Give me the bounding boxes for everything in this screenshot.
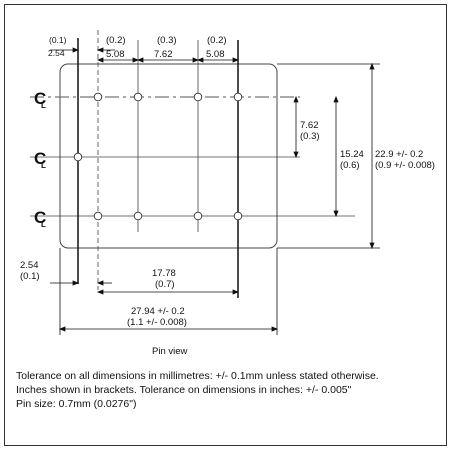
pin [93, 211, 103, 221]
pin [93, 92, 103, 102]
left-dim-mm: 2.54 [20, 260, 39, 271]
top-dim-3-mm: 7.62 [154, 49, 173, 60]
bottom-dim-inner-mm: 17.78 [152, 268, 176, 279]
top-dim-2-bracket: (0.2) [106, 35, 126, 46]
top-dim-3-bracket: (0.3) [157, 35, 177, 46]
right-dim-mid-mm: 15.24 [340, 149, 364, 160]
top-dim-4-mm: 5.08 [206, 49, 225, 60]
pin [233, 211, 243, 221]
left-dimension-arrows [50, 280, 112, 286]
relay-outline [59, 63, 278, 249]
pin [193, 211, 203, 221]
top-dim-4-bracket: (0.2) [207, 35, 227, 46]
right-dimension-arrows [277, 62, 380, 250]
note-tolerance: Tolerance on all dimensions in millimetr… [16, 370, 379, 382]
right-dim-inner-bracket: (0.3) [300, 131, 320, 142]
pin [133, 211, 143, 221]
pin [193, 92, 203, 102]
bottom-dim-mid-bracket: (1.1 +/- 0.008) [127, 317, 187, 328]
svg-text:C: C [34, 89, 46, 108]
svg-text:L: L [41, 101, 46, 110]
view-label: Pin view [152, 346, 188, 357]
svg-text:L: L [41, 220, 46, 229]
top-dim-2-mm: 5.08 [106, 49, 125, 60]
centerline-symbol-bottom: C L [34, 208, 46, 229]
pins [73, 92, 243, 221]
pin [233, 92, 243, 102]
note-inches: Inches shown in brackets. Tolerance on d… [16, 384, 352, 396]
centerline-symbol-middle: C L [34, 149, 46, 170]
right-dim-outer-bracket: (0.9 +/- 0.008) [375, 160, 435, 171]
top-dim-1-mm: 2.54 [48, 48, 65, 58]
outer-border [4, 4, 447, 446]
bottom-dimension-arrows [58, 248, 279, 335]
pin [133, 92, 143, 102]
right-dim-inner-mm: 7.62 [300, 120, 319, 131]
left-dim-bracket: (0.1) [20, 271, 40, 282]
top-dimension-arrows [50, 47, 240, 63]
pin [73, 152, 83, 162]
top-dim-1-bracket: (0.1) [49, 35, 67, 45]
bottom-dim-mid-mm: 27.94 +/- 0.2 [131, 306, 185, 317]
note-pin-size: Pin size: 0.7mm (0.0276") [16, 398, 137, 410]
svg-text:L: L [41, 161, 46, 170]
centerline-symbol-top: C L [34, 89, 46, 110]
bottom-dim-inner-bracket: (0.7) [155, 279, 175, 290]
right-dim-outer-mm: 22.9 +/- 0.2 [375, 149, 423, 160]
right-dim-mid-bracket: (0.6) [340, 160, 360, 171]
svg-text:C: C [34, 208, 46, 227]
svg-text:C: C [34, 149, 46, 168]
